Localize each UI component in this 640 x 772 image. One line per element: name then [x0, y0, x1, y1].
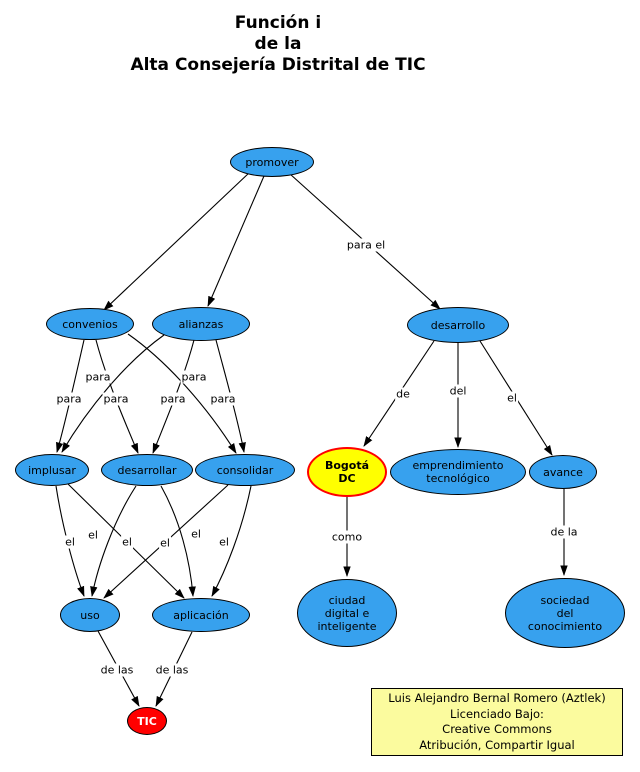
- node-implusar: implusar: [15, 454, 89, 486]
- node-alianzas-label-line-0: alianzas: [178, 317, 224, 331]
- node-avance: avance: [529, 455, 597, 489]
- node-desarrollo-label-line-0: desarrollo: [430, 318, 486, 332]
- edge-promover-to-alianzas: [207, 175, 265, 307]
- node-consolidar: consolidar: [195, 454, 295, 486]
- diagram-title: Función i de la Alta Consejería Distrita…: [48, 13, 508, 76]
- node-sociedad-conocimiento-label-line-0: sociedad: [540, 593, 590, 607]
- edge-label-promover-to-desarrollo: para el: [345, 238, 387, 252]
- node-ciudad-digital-label-line-0: ciudad: [328, 593, 366, 607]
- title-line-3: Alta Consejería Distrital de TIC: [130, 55, 426, 75]
- node-convenios: convenios: [46, 308, 134, 340]
- edge-label-alianzas-to-implusar: para: [84, 370, 112, 384]
- edge-label-desarrollo-to-avance: el: [506, 391, 518, 405]
- edge-label-alianzas-to-consolidar: para: [209, 392, 237, 406]
- legend-line-license-name: Creative Commons: [442, 722, 552, 736]
- edge-label-convenios-to-implusar: para: [55, 392, 83, 406]
- node-tic: TIC: [127, 707, 167, 735]
- edge-label-desarrollo-to-emprendimiento-tecnologico: del: [448, 384, 468, 398]
- node-desarrollo: desarrollo: [407, 307, 509, 343]
- node-avance-label-line-0: avance: [543, 465, 583, 479]
- legend-line-license-intro: Licenciado Bajo:: [450, 706, 544, 721]
- edge-label-aplicacion-to-tic: de las: [154, 663, 190, 677]
- edge-label-convenios-to-consolidar: para: [180, 370, 208, 384]
- edge-convenios-to-consolidar: [127, 333, 237, 454]
- node-emprendimiento-tecnologico-label-line-1: tecnológico: [426, 472, 490, 485]
- node-sociedad-conocimiento-label-line-2: conocimiento: [527, 619, 603, 633]
- edge-label-alianzas-to-desarrollar: para: [159, 392, 187, 406]
- node-ciudad-digital-label-line-2: inteligente: [317, 619, 377, 633]
- edge-label-desarrollar-to-uso: el: [87, 528, 99, 542]
- edge-label-avance-to-sociedad-conocimiento: de la: [549, 525, 579, 539]
- edge-label-bogota-dc-to-ciudad-digital: como: [330, 530, 364, 544]
- node-tic-label-line-0: TIC: [137, 714, 157, 728]
- edge-label-consolidar-to-uso: el: [159, 536, 171, 550]
- edge-consolidar-to-aplicacion: [211, 485, 252, 597]
- node-uso: uso: [60, 598, 120, 632]
- node-uso-label-line-0: uso: [80, 608, 100, 622]
- node-bogota-dc-label-line-0: Bogotá: [324, 459, 370, 472]
- title-line-2: de la: [254, 34, 302, 54]
- edge-desarrollar-to-uso: [90, 485, 137, 597]
- node-bogota-dc-label-line-1: DC: [338, 472, 356, 485]
- node-implusar-label-line-0: implusar: [28, 463, 76, 477]
- node-desarrollar: desarrollar: [101, 454, 193, 486]
- edge-label-implusar-to-uso: el: [64, 535, 76, 549]
- node-promover-label-line-0: promover: [245, 155, 299, 169]
- node-emprendimiento-tecnologico-label-line-0: emprendimiento: [412, 459, 504, 472]
- edge-label-uso-to-tic: de las: [99, 663, 135, 677]
- edge-desarrollar-to-aplicacion: [160, 485, 196, 597]
- edge-label-desarrollar-to-aplicacion: el: [190, 527, 202, 541]
- edge-label-convenios-to-desarrollar: para: [102, 392, 130, 406]
- node-aplicacion-label-line-0: aplicación: [173, 608, 229, 622]
- edge-label-implusar-to-aplicacion: el: [121, 535, 133, 549]
- legend-box: Luis Alejandro Bernal Romero (Aztlek) Li…: [371, 688, 623, 756]
- edge-label-desarrollo-to-bogota-dc: de: [395, 387, 411, 401]
- edge-alianzas-to-implusar: [61, 334, 165, 453]
- node-desarrollar-label-line-0: desarrollar: [117, 463, 177, 477]
- node-alianzas: alianzas: [152, 307, 250, 341]
- title-line-1: Función i: [234, 13, 322, 33]
- node-promover: promover: [230, 147, 314, 177]
- edge-promover-to-convenios: [103, 171, 251, 311]
- node-ciudad-digital-label-line-1: digital e: [324, 606, 370, 620]
- node-aplicacion: aplicación: [152, 598, 250, 632]
- node-convenios-label-line-0: convenios: [62, 317, 118, 331]
- legend-line-author: Luis Alejandro Bernal Romero (Aztlek): [388, 691, 606, 705]
- node-consolidar-label-line-0: consolidar: [216, 463, 274, 477]
- node-sociedad-conocimiento-label-line-1: del: [556, 606, 574, 620]
- edge-label-consolidar-to-aplicacion: el: [218, 535, 230, 549]
- legend-line-license-terms: Atribución, Compartir Igual: [419, 737, 575, 752]
